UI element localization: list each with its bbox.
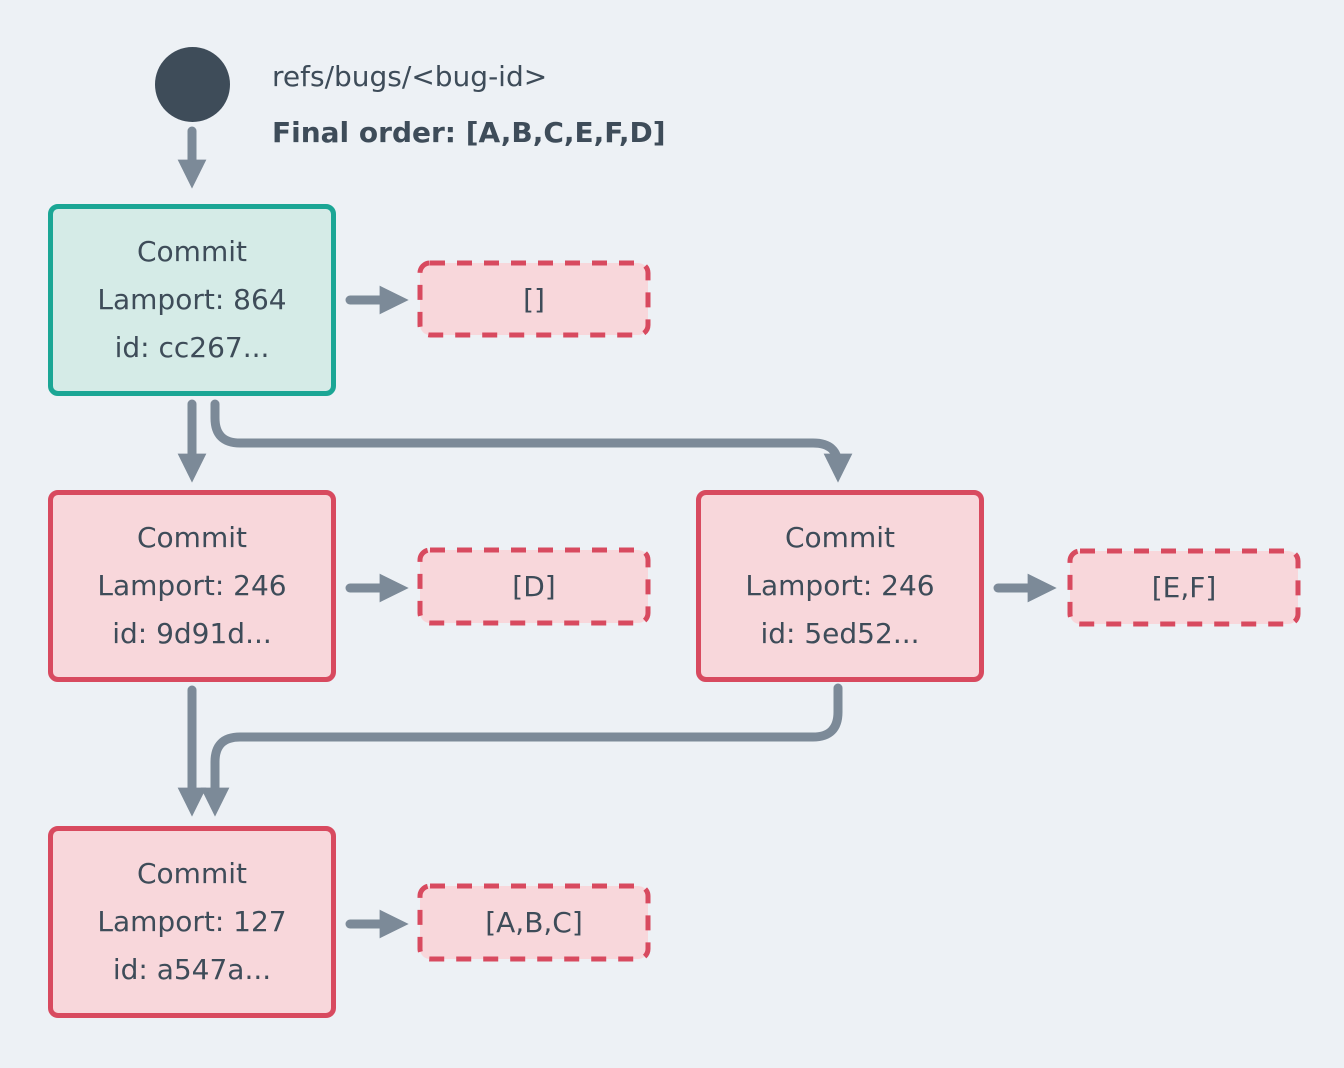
ops-box-right bbox=[1067, 548, 1301, 627]
commit-node-right: Commit Lamport: 246 id: 5ed52... bbox=[696, 490, 984, 682]
commit-title: Commit bbox=[137, 521, 247, 554]
ops-box-left bbox=[417, 547, 651, 626]
commit-title: Commit bbox=[137, 857, 247, 890]
commit-id: id: cc267... bbox=[114, 331, 270, 364]
branch-ref-circle-icon bbox=[155, 47, 230, 122]
commit-lamport: Lamport: 246 bbox=[97, 569, 287, 602]
ops-list-left: [D] bbox=[512, 570, 556, 603]
commit-node-merge: Commit Lamport: 127 id: a547a... bbox=[48, 826, 336, 1018]
ops-list-root: [] bbox=[523, 283, 545, 316]
ref-name-label: refs/bugs/<bug-id> bbox=[272, 60, 548, 93]
commit-lamport: Lamport: 246 bbox=[745, 569, 935, 602]
commit-title: Commit bbox=[137, 235, 247, 268]
commit-lamport: Lamport: 127 bbox=[97, 905, 287, 938]
commit-lamport: Lamport: 864 bbox=[97, 283, 287, 316]
commit-title: Commit bbox=[785, 521, 895, 554]
ops-box-root bbox=[417, 260, 651, 338]
ops-list-merge: [A,B,C] bbox=[485, 906, 583, 939]
commit-node-root: Commit Lamport: 864 id: cc267... bbox=[48, 204, 336, 396]
commit-id: id: 5ed52... bbox=[760, 617, 920, 650]
commit-node-left: Commit Lamport: 246 id: 9d91d... bbox=[48, 490, 336, 682]
edge-root-to-right bbox=[210, 399, 853, 483]
ops-list-right: [E,F] bbox=[1151, 571, 1217, 604]
final-order-label: Final order: [A,B,C,E,F,D] bbox=[272, 116, 666, 149]
commit-id: id: 9d91d... bbox=[112, 617, 272, 650]
edge-right-to-merge bbox=[200, 683, 843, 817]
ops-box-merge bbox=[417, 883, 651, 962]
commit-id: id: a547a... bbox=[112, 953, 272, 986]
